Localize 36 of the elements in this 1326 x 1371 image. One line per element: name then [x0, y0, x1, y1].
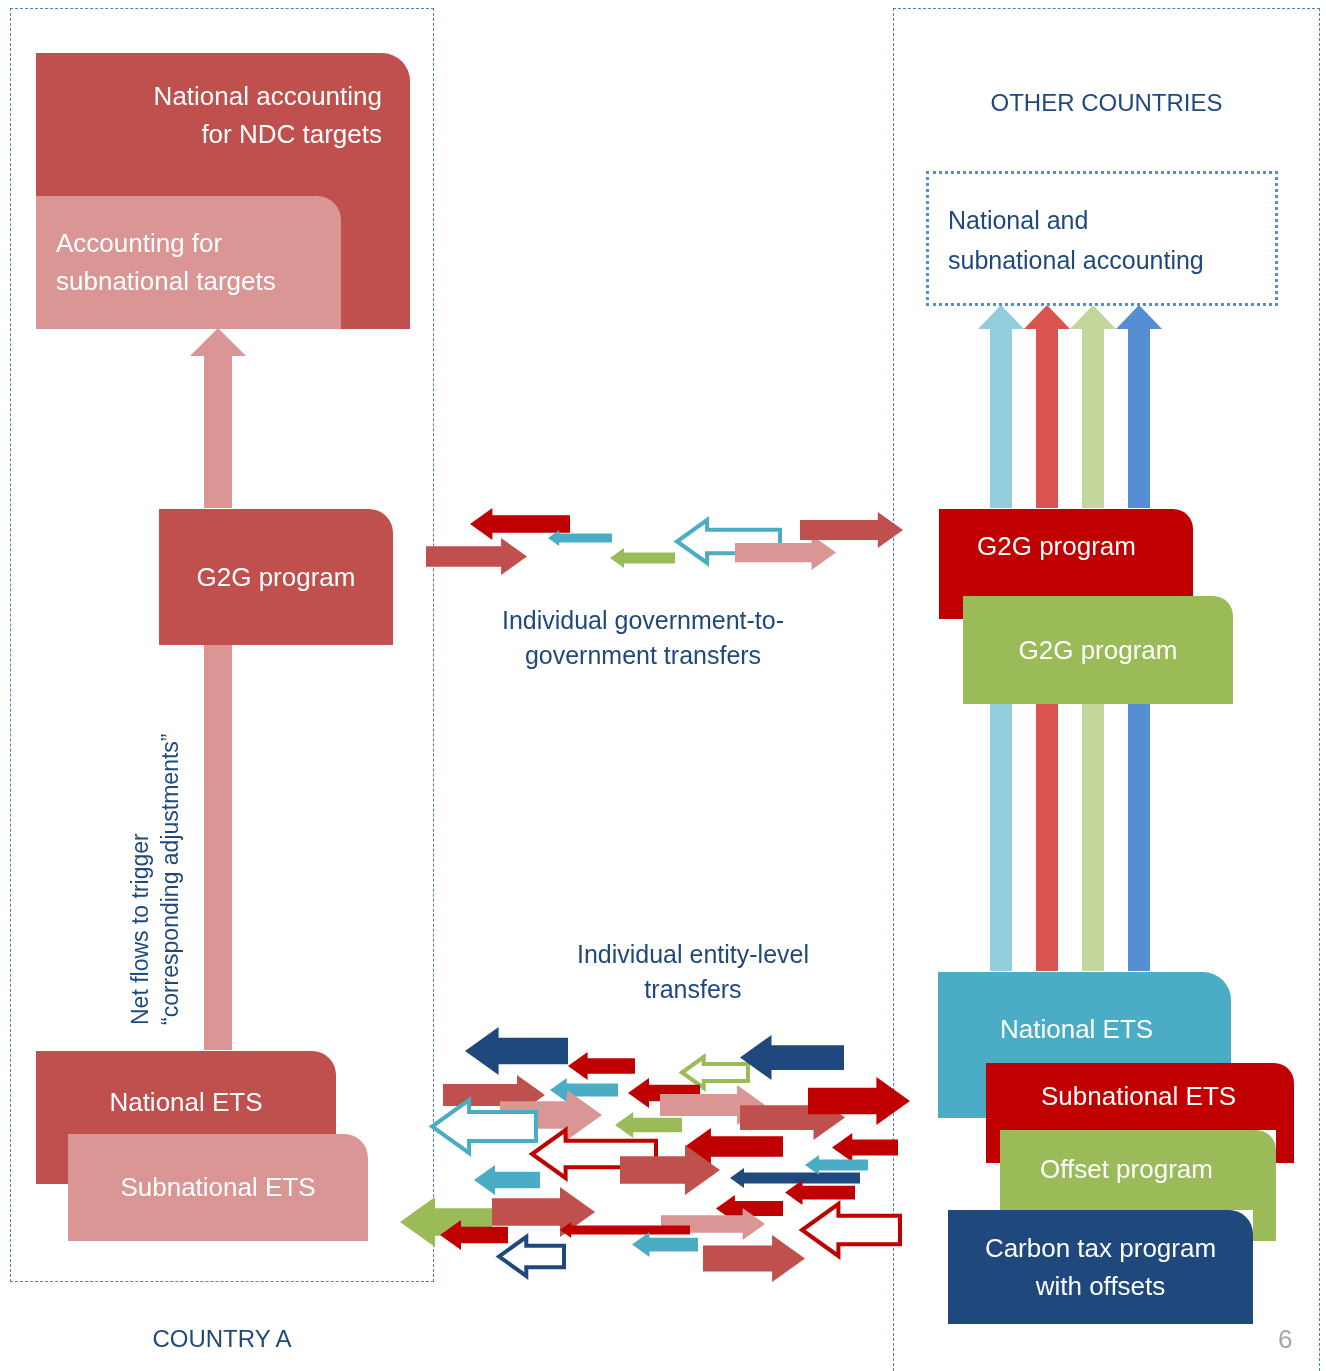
program-box: [939, 509, 1193, 596]
program-box: [1000, 1130, 1276, 1210]
node-label: Accounting for subnational targets: [56, 227, 277, 298]
program-box: [986, 1063, 1294, 1130]
block-arrow: [1070, 305, 1116, 508]
program-box: [159, 509, 393, 645]
annotation-text: Individual government-to-government transfers: [500, 605, 786, 671]
block-arrow: [1116, 305, 1162, 508]
block-arrow: [190, 328, 246, 508]
program-box: [68, 1134, 368, 1241]
block-arrow: [1024, 305, 1070, 508]
node-label: Offset program: [1040, 1153, 1213, 1186]
program-box: [963, 596, 1233, 704]
node-label: National and subnational accounting: [948, 205, 1205, 276]
node-label: G2G program: [196, 560, 356, 594]
accounting-box: [36, 196, 341, 329]
program-box: [948, 1210, 1253, 1324]
node-label: National ETS: [1000, 1013, 1154, 1046]
program-box: [36, 1051, 336, 1134]
region-panel: [893, 8, 1320, 1371]
program-box: [938, 972, 1231, 1063]
annotation-text: Individual entity-level transfers: [575, 939, 811, 1005]
node-label: G2G program: [977, 530, 1136, 563]
edge-label: Net flows to trigger “corresponding adjustments”: [126, 732, 184, 1025]
accounting-box: [926, 171, 1278, 306]
node-label: National ETS: [108, 1086, 264, 1119]
node-label: COUNTRY A: [151, 1324, 293, 1354]
page-number: 6: [1278, 1323, 1293, 1356]
accounting-box: [36, 53, 410, 329]
node-label: Carbon tax program with offsets: [983, 1232, 1218, 1303]
block-arrow: [978, 305, 1024, 508]
node-label: OTHER COUNTRIES: [989, 88, 1224, 118]
node-label: Subnational ETS: [120, 1171, 316, 1204]
node-label: National accounting for NDC targets: [152, 80, 382, 151]
node-label: G2G program: [1018, 633, 1178, 667]
node-label: Subnational ETS: [1041, 1080, 1237, 1113]
